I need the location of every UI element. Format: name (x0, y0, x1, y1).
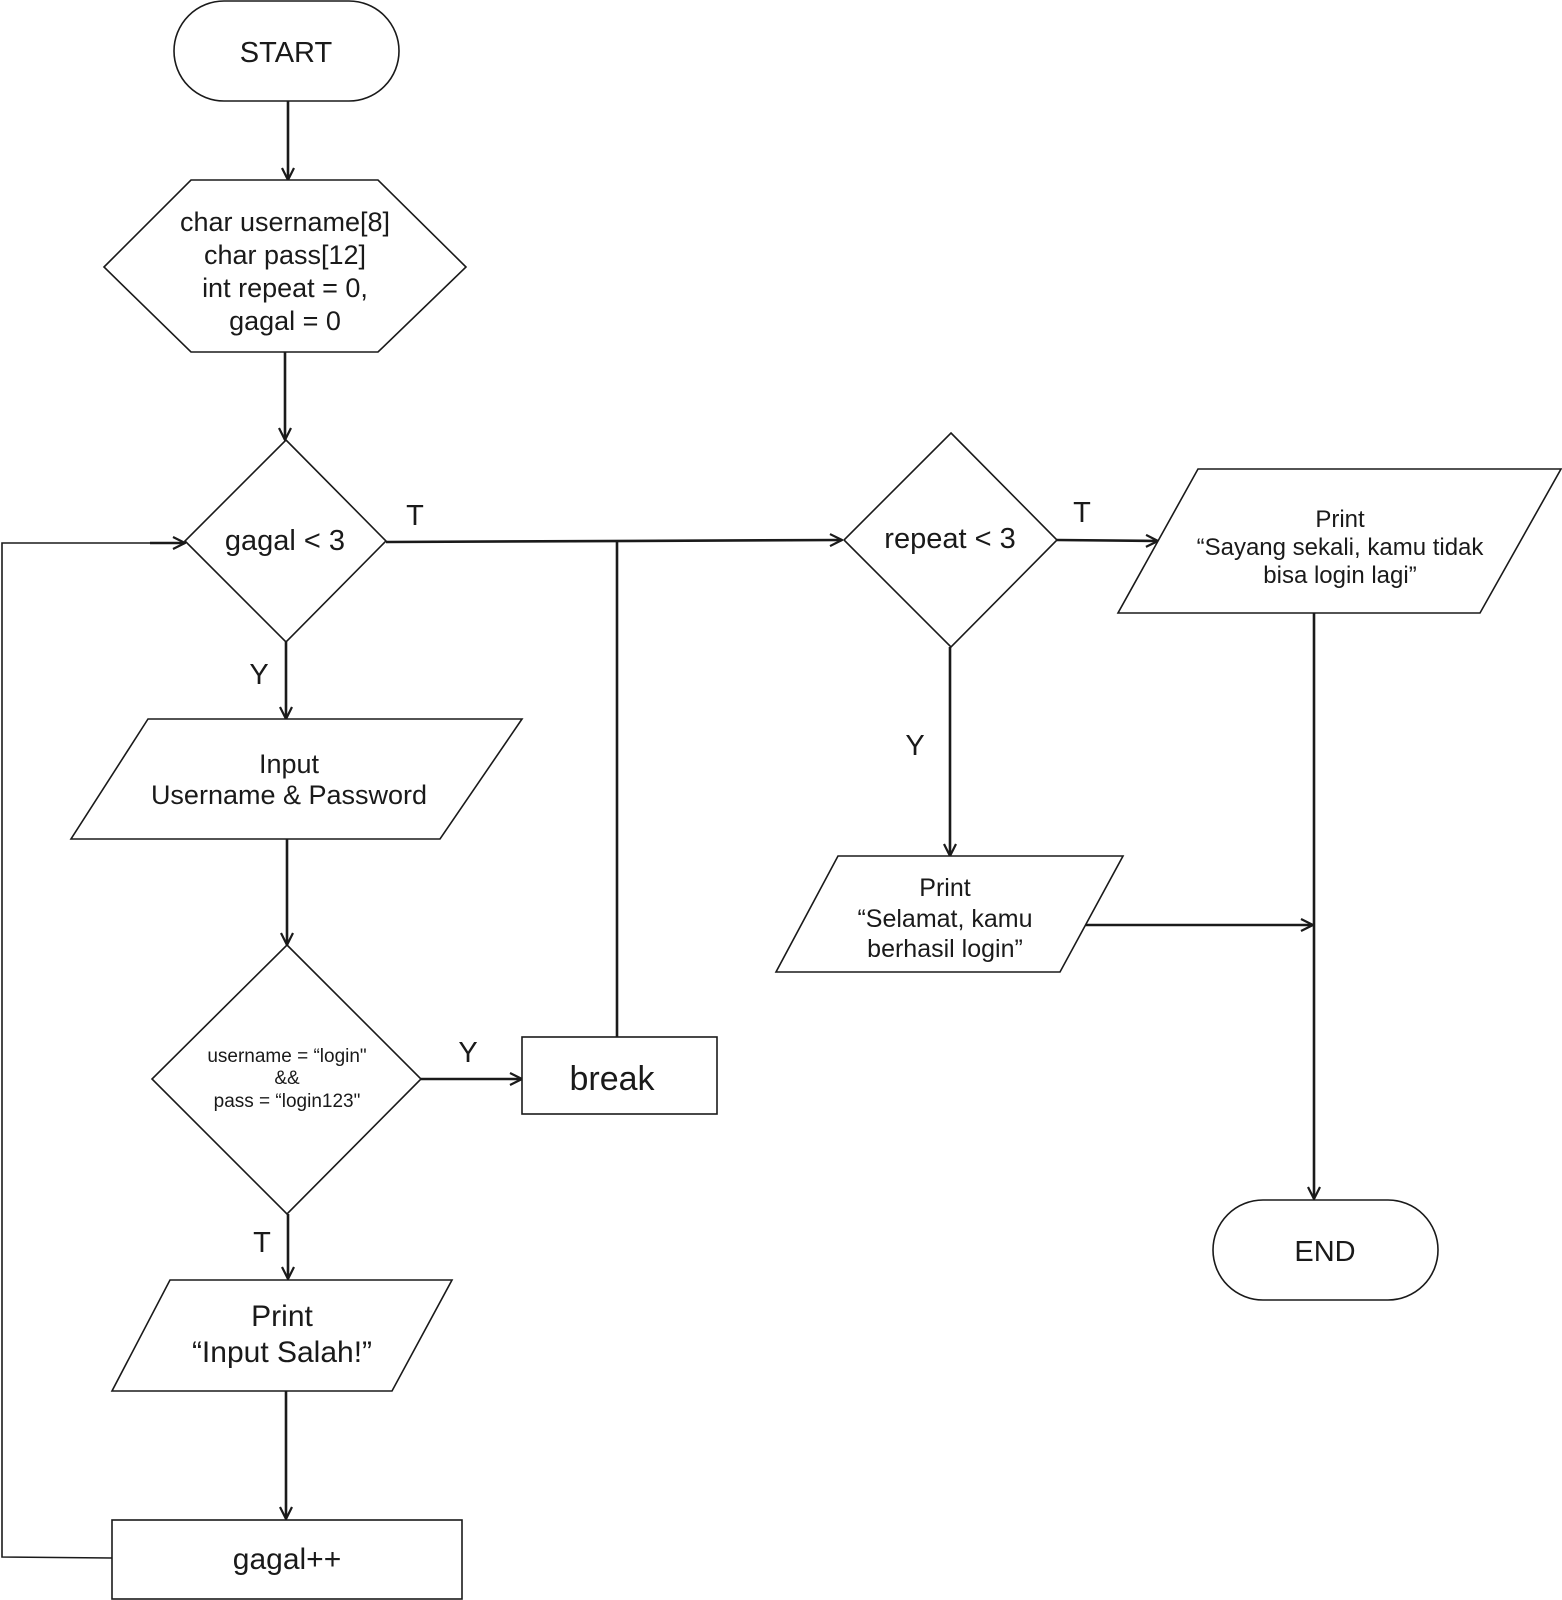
login-check-line-2: && (274, 1068, 300, 1089)
edge-label-repeat-true: T (1073, 497, 1091, 529)
start-terminator (173, 0, 400, 102)
end-terminator (1212, 1199, 1439, 1301)
input-line-2: Username & Password (151, 780, 427, 810)
edge-label-login-yes: Y (458, 1037, 477, 1069)
login-check-line-1: username = “login" (207, 1046, 366, 1067)
increment-label: gagal++ (233, 1543, 341, 1576)
edge-increment-loop-back (1, 542, 178, 1559)
login-check-decision (150, 943, 423, 1216)
print-fail-line-2: “Sayang sekali, kamu tidak (1197, 534, 1485, 561)
declare-line-4: gagal = 0 (229, 306, 341, 336)
input-data-box (69, 718, 524, 840)
print-success-line-2: “Selamat, kamu (857, 905, 1032, 933)
declare-preparation-box (102, 179, 468, 353)
loop-check-label: gagal < 3 (225, 525, 345, 557)
loop-check-decision (183, 438, 388, 644)
declare-line-3: int repeat = 0, (202, 273, 368, 303)
print-fail-line-1: Print (1315, 506, 1365, 533)
increment-process-box (111, 1519, 463, 1600)
print-fail-line-3: bisa login lagi” (1263, 562, 1416, 589)
edge-loop-check-to-repeat-check (385, 540, 842, 542)
repeat-check-label: repeat < 3 (884, 523, 1015, 555)
print-wrong-line-2: “Input Salah!” (192, 1336, 372, 1369)
login-check-line-3: pass = “login123" (214, 1091, 361, 1112)
declare-line-1: char username[8] (180, 207, 390, 237)
print-success-data-box (774, 855, 1125, 973)
print-success-line-3: berhasil login” (867, 935, 1023, 963)
input-line-1: Input (259, 749, 320, 779)
print-fail-data-box (1116, 468, 1562, 614)
start-label: START (240, 37, 333, 69)
break-process-box (521, 1036, 718, 1115)
repeat-check-decision (842, 431, 1059, 649)
end-label: END (1294, 1236, 1355, 1268)
declare-line-2: char pass[12] (204, 240, 366, 270)
print-wrong-data-box (110, 1279, 454, 1392)
break-label: break (569, 1060, 655, 1098)
edge-label-loop-yes: Y (249, 659, 268, 691)
print-success-line-1: Print (919, 874, 970, 902)
edge-repeat-check-to-print-fail (1056, 540, 1158, 541)
edge-label-repeat-yes: Y (905, 730, 924, 762)
print-wrong-line-1: Print (251, 1300, 313, 1333)
edge-label-login-false: T (253, 1227, 271, 1259)
edge-label-loop-true: T (406, 500, 424, 532)
